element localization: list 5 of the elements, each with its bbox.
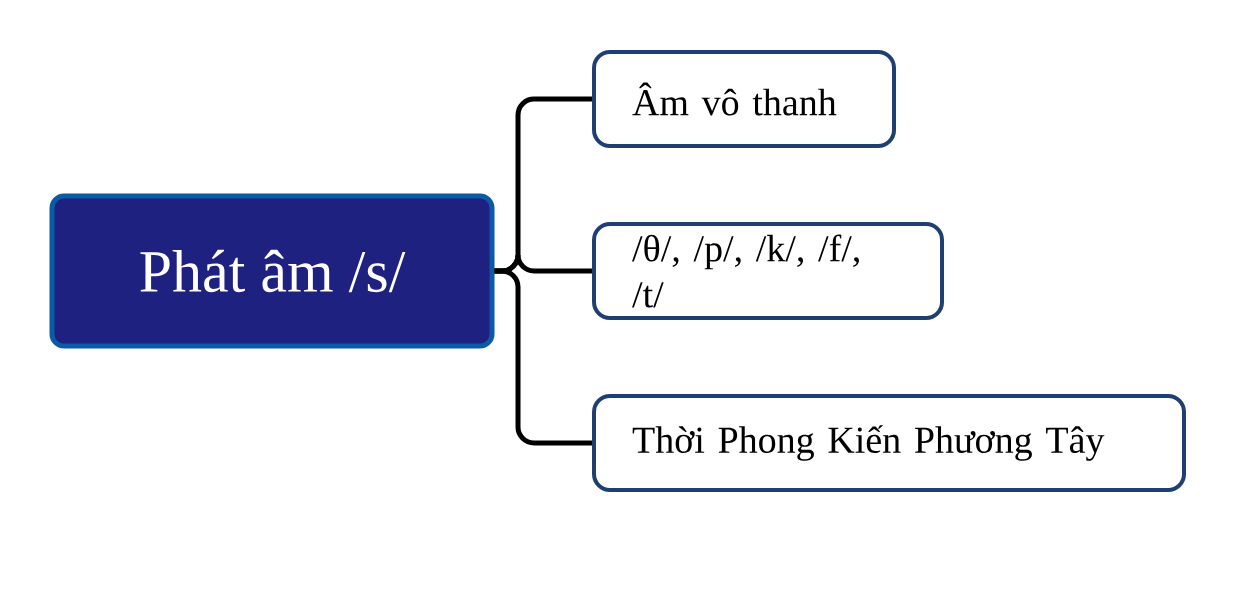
- connector-line: [494, 268, 592, 446]
- topic-box: Phát âm /s/: [49, 193, 495, 349]
- branch-box: Âm vô thanh: [592, 50, 896, 148]
- branch-box: Thời Phong Kiến Phương Tây: [592, 394, 1186, 492]
- branch-box: /θ/, /p/, /k/, /f/, /t/: [592, 222, 944, 320]
